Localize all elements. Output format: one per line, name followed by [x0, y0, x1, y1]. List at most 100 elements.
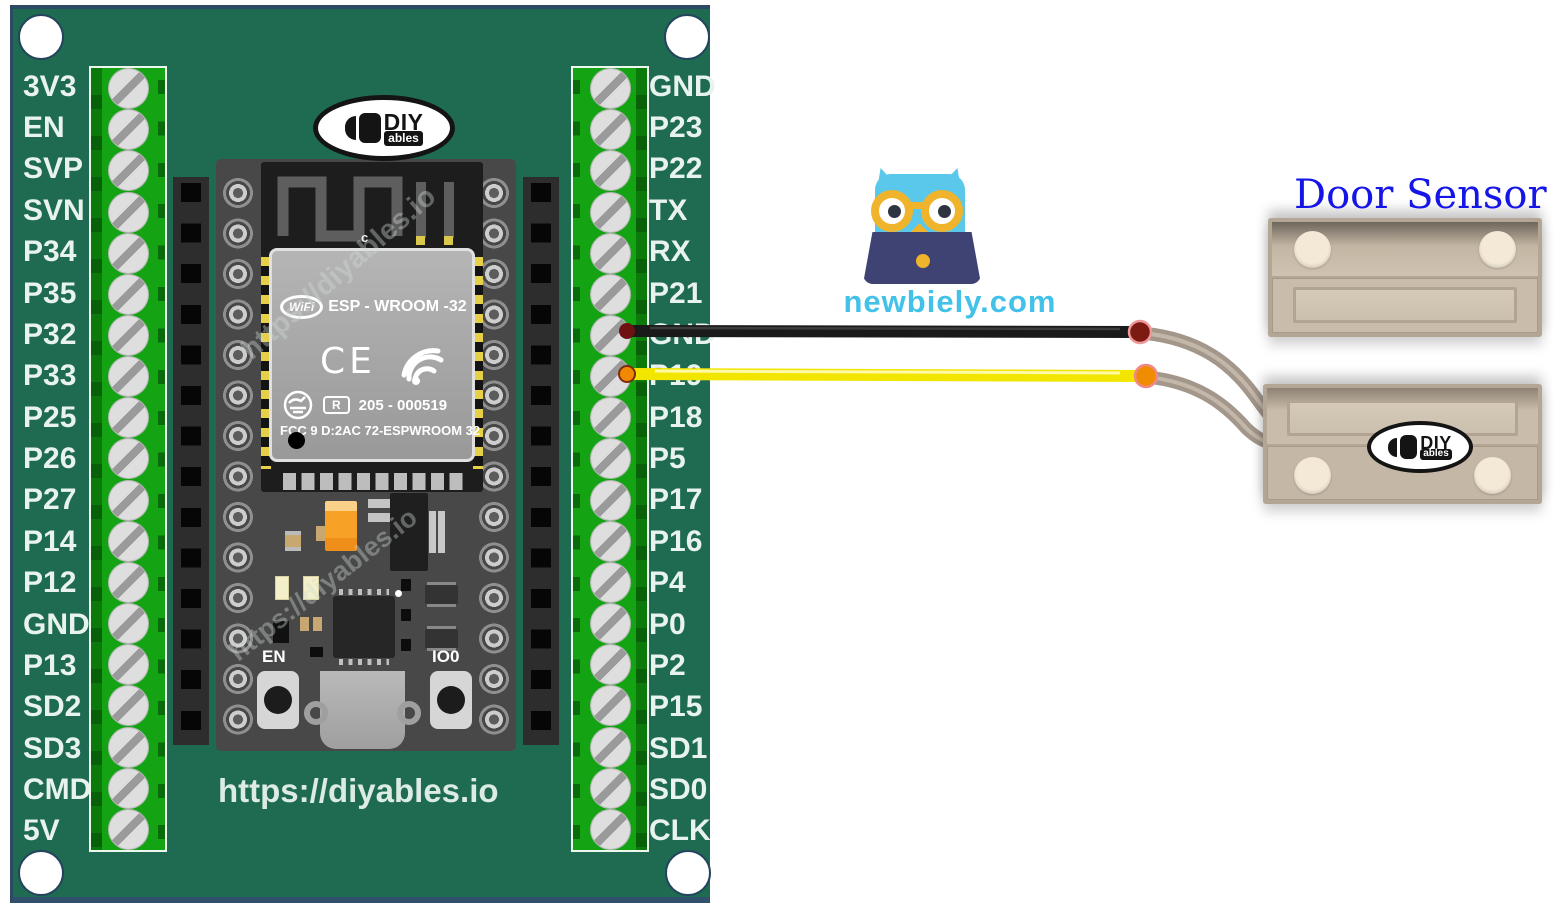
screw-terminal: [573, 109, 647, 151]
screw-icon: [107, 767, 149, 809]
screw-terminal: [573, 520, 647, 562]
screw-icon: [107, 232, 149, 274]
pin-label: P0: [649, 607, 686, 641]
en-button: [257, 671, 299, 729]
wifi-spiral-icon: [401, 348, 444, 385]
pin-label: P16: [649, 524, 703, 558]
cert-number: 205 - 000519: [358, 396, 448, 414]
screw-terminal: [573, 397, 647, 439]
pin-label: EN: [23, 111, 65, 145]
screw-icon: [107, 603, 149, 645]
module-dot: [288, 432, 305, 449]
screw-icon: [589, 315, 631, 357]
pin-label: P5: [649, 442, 686, 476]
screw-icon: [589, 273, 631, 315]
screw-icon: [107, 808, 149, 850]
left-header-pins: [173, 177, 209, 745]
cert-row: R 205 - 000519: [282, 389, 447, 421]
pin-label: P17: [649, 483, 703, 517]
right-header-pins: [523, 177, 559, 745]
pin-label: GND: [649, 69, 716, 103]
pin-label: SVN: [23, 193, 85, 227]
door-sensor-magnet: [1268, 218, 1542, 337]
screw-icon: [589, 397, 631, 439]
screw-terminal: [573, 191, 647, 233]
ic-chip: [390, 493, 428, 571]
screw-icon: [107, 315, 149, 357]
screw-terminal: [91, 273, 165, 315]
diyables-glyph-icon: [358, 113, 381, 143]
mounting-hole: [664, 14, 710, 60]
usb-connector: [304, 671, 421, 749]
diyables-url: https://diyables.io: [218, 772, 499, 809]
screw-terminal: [91, 644, 165, 686]
screw-terminal: [91, 520, 165, 562]
fcc-text: FCC 9 D:2AC 72-ESPWROOM 32: [280, 423, 481, 438]
screw-terminal: [91, 68, 165, 110]
pin-label: P32: [23, 317, 77, 351]
castellated-pads: [473, 257, 483, 469]
screw-terminal: [91, 109, 165, 151]
screw-terminal: [91, 315, 165, 357]
screw-icon: [589, 356, 631, 398]
screw-icon: [589, 232, 631, 274]
screw-hole: [1479, 231, 1516, 268]
pin-label: CMD: [23, 773, 92, 807]
pin-label: P25: [23, 400, 77, 434]
esp-wroom-32-module: c WiFi ESP - WROOM -32 CE: [261, 162, 483, 492]
antenna-label: c: [361, 230, 369, 245]
sensor-wire: [1134, 326, 1283, 431]
screw-icon: [589, 603, 631, 645]
screw-terminal: [91, 479, 165, 521]
diyables-logo-subtext: ables: [1420, 449, 1452, 460]
sensor-wire: [1140, 370, 1285, 453]
screw-icon: [107, 726, 149, 768]
pin-label: P21: [649, 276, 703, 310]
screw-icon: [107, 561, 149, 603]
screw-icon: [589, 808, 631, 850]
screw-icon: [589, 644, 631, 686]
diyables-glyph-icon: [1388, 437, 1398, 457]
mounting-hole: [665, 850, 711, 896]
screw-icon: [107, 273, 149, 315]
mounting-hole: [18, 14, 64, 60]
screw-terminal: [573, 726, 647, 768]
door-sensor-title: Door Sensor: [1294, 172, 1547, 218]
transistor: [273, 621, 289, 643]
pad-column: [220, 173, 256, 739]
en-button-label: EN: [262, 647, 286, 666]
screw-hole: [1294, 457, 1331, 494]
screw-terminal: [573, 808, 647, 850]
capacitor: [325, 501, 357, 551]
screw-terminal: [573, 561, 647, 603]
screw-icon: [589, 726, 631, 768]
pin-label: RX: [649, 235, 691, 269]
pin-label: P13: [23, 648, 77, 682]
wire-connector-dot: [1127, 319, 1153, 345]
screw-terminal: [573, 644, 647, 686]
pin-label: SD1: [649, 731, 708, 765]
pin-label: GND: [23, 607, 90, 641]
r-mark: R: [323, 396, 350, 414]
smd-part: [401, 639, 411, 651]
screw-icon: [589, 767, 631, 809]
pin-label: CLK: [649, 814, 711, 848]
screw-terminal: [573, 603, 647, 645]
screw-icon: [107, 191, 149, 233]
pin-label: P23: [649, 111, 703, 145]
recess: [1293, 287, 1517, 323]
led: [275, 576, 289, 600]
screw-terminal: [91, 232, 165, 274]
ic-chip: [425, 585, 458, 604]
screw-icon: [107, 150, 149, 192]
diyables-glyph-icon: [344, 116, 356, 140]
screw-terminal: [91, 767, 165, 809]
screw-icon: [107, 520, 149, 562]
boot-button: [430, 671, 472, 729]
pin-label: 5V: [23, 814, 60, 848]
ce-mark: CE: [320, 340, 376, 382]
pin-label: P18: [649, 400, 703, 434]
resistor: [313, 617, 322, 631]
pin-label: SD0: [649, 773, 708, 807]
